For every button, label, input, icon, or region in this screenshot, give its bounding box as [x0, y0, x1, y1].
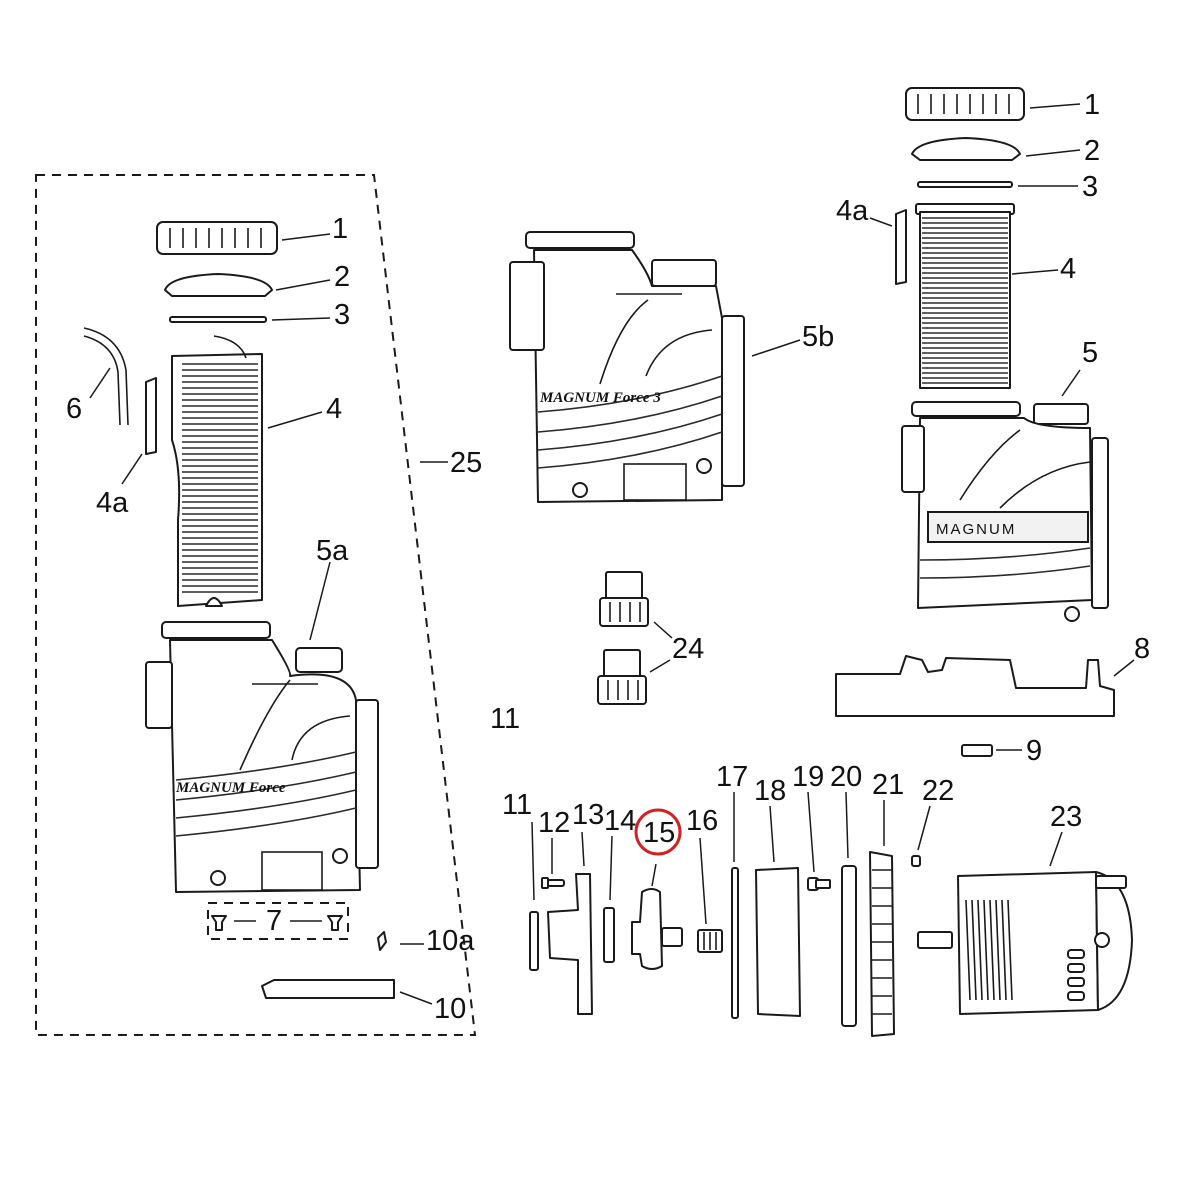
label-24: 24 [672, 633, 704, 665]
middle-assembly: MAGNUM Force 3 5b 24 11 [490, 231, 834, 735]
part-15-impeller [631, 888, 683, 970]
label-4: 4 [326, 393, 342, 425]
bottom-row-assembly: 11 12 13 14 15 16 17 18 19 20 21 22 23 [502, 761, 1133, 1037]
label-21: 21 [872, 769, 904, 801]
part-2-lid-right [911, 137, 1021, 161]
label-25: 25 [450, 447, 482, 479]
part-4-strainer-basket [171, 335, 263, 607]
label-16: 16 [686, 805, 718, 837]
label-13: 13 [572, 799, 604, 831]
part-10a-clip [377, 931, 387, 951]
middle-housing-brand: MAGNUM Force 3 [539, 390, 661, 406]
label-10: 10 [434, 993, 466, 1025]
label-11-stray: 11 [490, 703, 520, 735]
label-7: 7 [266, 905, 282, 937]
left-assembly: MAGNUM Force 1 2 3 4 6 4a 5a 25 [35, 174, 482, 1036]
motor-vent-line [977, 899, 983, 1001]
motor-vent-line [965, 899, 971, 1001]
part-24-unions [597, 571, 649, 705]
right-housing-brand: MAGNUM [936, 521, 1016, 538]
label-17: 17 [716, 761, 748, 793]
part-5b-pump-housing: MAGNUM Force 3 [509, 231, 745, 503]
part-3-o-ring [169, 316, 267, 323]
part-17-o-ring [731, 867, 739, 1019]
label-9: 9 [1026, 735, 1042, 767]
part-1-lid-ring [156, 221, 278, 255]
motor-vent-line [989, 899, 995, 1001]
part-5-pump-housing-right: MAGNUM [901, 401, 1109, 622]
part-4-strainer-basket-right [915, 203, 1015, 389]
label-5-right: 5 [1082, 337, 1098, 369]
part-16-shaft-seal [697, 929, 723, 953]
part-23-motor [917, 871, 1133, 1015]
kit-25-dashed-boundary [35, 174, 477, 1036]
part-4a-clip-right [895, 209, 907, 285]
part-6-bent-tube [83, 327, 129, 426]
label-14: 14 [604, 805, 636, 837]
motor-vent-line [971, 899, 977, 1001]
right-assembly: MAGNUM 1 2 3 4a 4 5 8 9 [835, 87, 1150, 767]
label-1-right: 1 [1084, 89, 1100, 121]
label-22: 22 [922, 775, 954, 807]
part-19-bolt [807, 877, 831, 891]
label-3-right: 3 [1082, 171, 1098, 203]
part-22-pin [911, 855, 921, 867]
part-4a-clip [145, 377, 157, 455]
part-7-drain-plugs [207, 902, 349, 940]
label-4-right: 4 [1060, 253, 1076, 285]
part-8-motor-base [835, 655, 1115, 717]
part-15-highlight-circle [634, 808, 682, 856]
label-15: 15 [643, 817, 675, 849]
left-housing-brand: MAGNUM Force [175, 780, 286, 796]
label-11: 11 [502, 789, 532, 821]
motor-vent-line [983, 899, 989, 1001]
part-11-gasket [529, 911, 539, 971]
label-6: 6 [66, 393, 82, 425]
motor-vent-line [995, 899, 1001, 1001]
label-2: 2 [334, 261, 350, 293]
label-12: 12 [538, 807, 570, 839]
label-8: 8 [1134, 633, 1150, 665]
label-20: 20 [830, 761, 862, 793]
part-10-base-bracket [261, 979, 395, 999]
label-4a-right: 4a [836, 195, 869, 227]
label-2-right: 2 [1084, 135, 1100, 167]
part-13-seal-plate [547, 873, 593, 1015]
part-21-clamp-ring [869, 851, 895, 1037]
part-3-o-ring-right [917, 181, 1013, 188]
label-5a: 5a [316, 535, 349, 567]
label-3: 3 [334, 299, 350, 331]
part-18-diffuser [755, 867, 801, 1017]
part-9-pin [961, 744, 993, 757]
label-23: 23 [1050, 801, 1082, 833]
part-2-lid [164, 273, 273, 297]
part-12-screw [541, 877, 565, 889]
motor-vent-line [1001, 899, 1007, 1001]
label-10a: 10a [426, 925, 475, 957]
motor-vent-line [1007, 899, 1013, 1001]
label-4a: 4a [96, 487, 129, 519]
label-5b: 5b [802, 321, 834, 353]
part-14-diffuser-seal [603, 907, 615, 963]
part-20-gasket [841, 865, 857, 1027]
label-19: 19 [792, 761, 824, 793]
label-1: 1 [332, 213, 348, 245]
label-18: 18 [754, 775, 786, 807]
part-5a-pump-housing: MAGNUM Force [145, 621, 379, 893]
part-1-lid-ring-right [905, 87, 1025, 121]
part-6-bent-tube-inner [83, 335, 121, 426]
